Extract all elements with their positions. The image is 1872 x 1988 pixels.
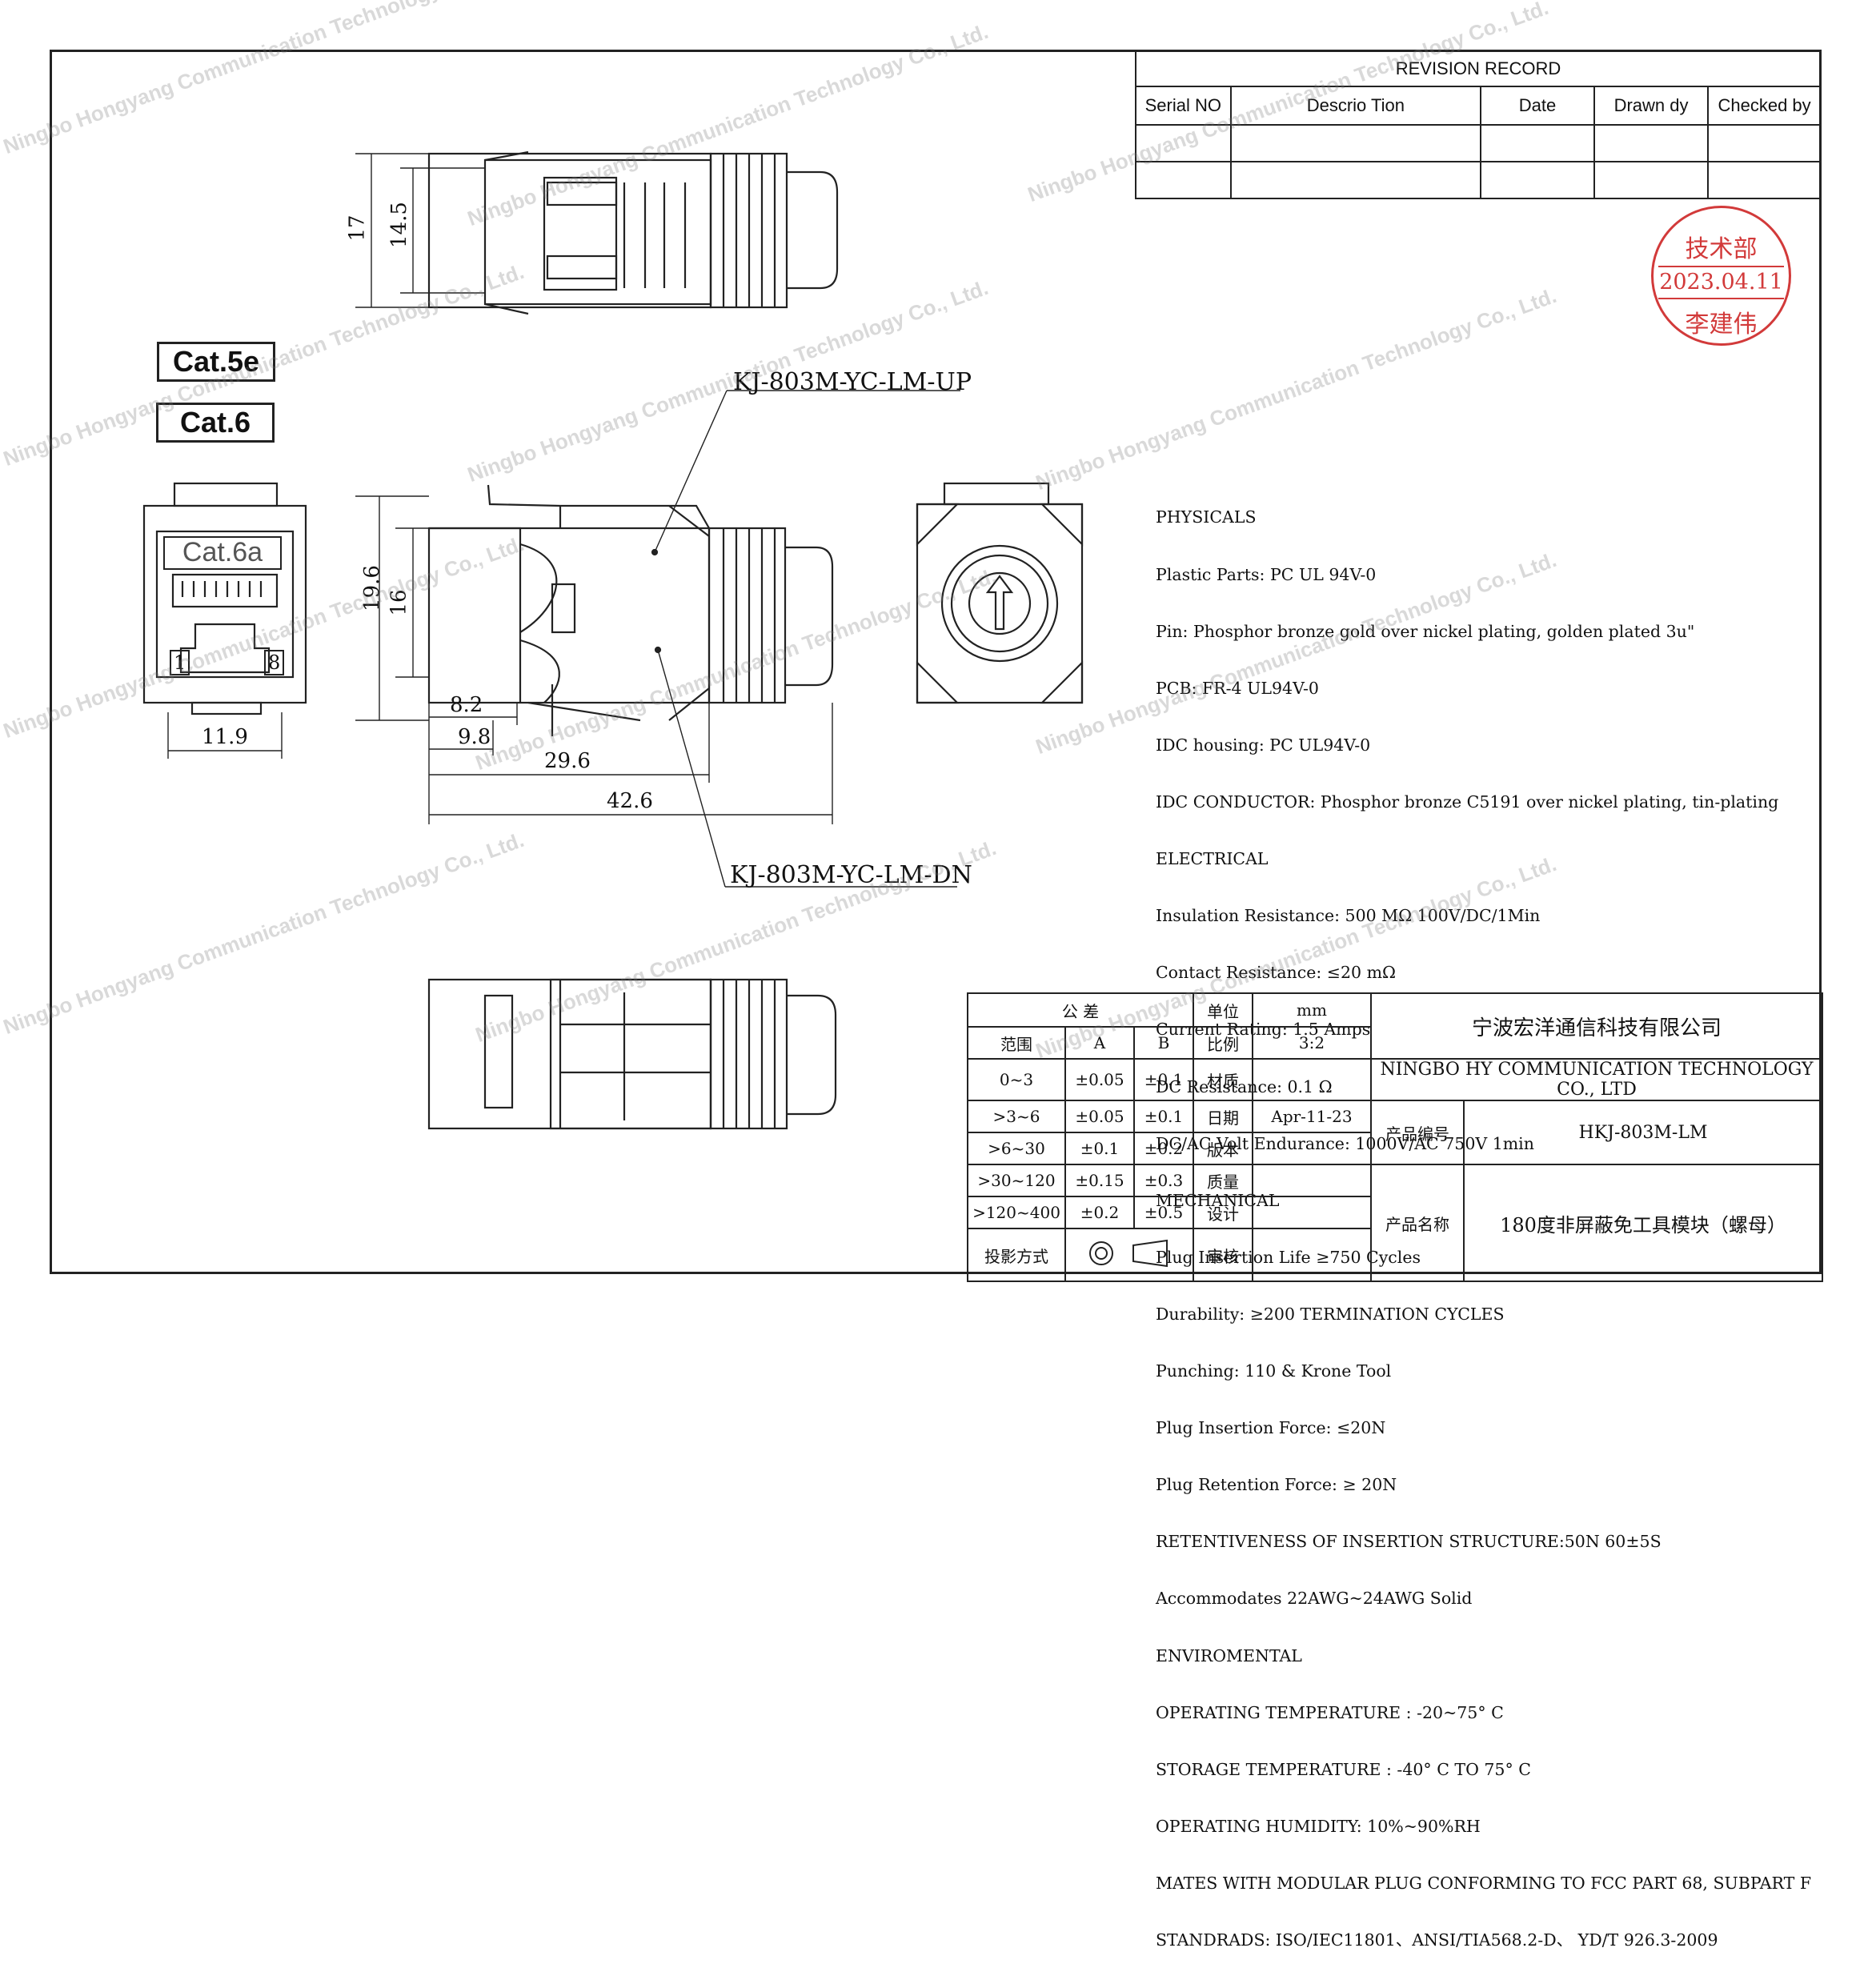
spec-line: OPERATING TEMPERATURE : -20~75° C (1156, 1702, 1504, 1722)
spec-line: Plug Retention Force: ≥ 20N (1156, 1475, 1397, 1495)
spec-line: OPERATING HUMIDITY: 10%~90%RH (1156, 1816, 1481, 1836)
spec-line: MATES WITH MODULAR PLUG CONFORMING TO FC… (1156, 1874, 1812, 1894)
product-number-value: HKJ-803M-LM (1463, 1100, 1823, 1165)
tol-range: >120~400 (967, 1196, 1066, 1229)
dim-16: 16 (387, 589, 411, 616)
top-view (355, 150, 839, 315)
rev-col-checked: Checked by (1707, 86, 1822, 126)
pin8-label: 8 (264, 650, 285, 675)
dim-29-6: 29.6 (544, 749, 591, 773)
company-name-cn: 宁波宏洋通信科技有限公司 (1370, 992, 1823, 1060)
cat6a-label: Cat.6a (163, 536, 282, 570)
side-view (355, 390, 960, 888)
spec-line: IDC CONDUCTOR: Phosphor bronze C5191 ove… (1156, 792, 1779, 812)
unit-value: mm (1252, 992, 1372, 1028)
design-label: 设计 (1193, 1196, 1253, 1229)
dim-14-5: 14.5 (387, 202, 411, 248)
material-value (1252, 1058, 1372, 1101)
dim-42-6: 42.6 (607, 789, 653, 813)
spec-line: Pin: Phosphor bronze gold over nickel pl… (1156, 621, 1695, 641)
spec-line: Contact Resistance: ≤20 mΩ (1156, 963, 1397, 983)
approval-stamp: 技术部 2023.04.11 李建伟 (1651, 206, 1791, 346)
front-view (142, 482, 307, 759)
tol-b: ±0.5 (1133, 1196, 1194, 1229)
product-name-label: 产品名称 (1370, 1164, 1465, 1282)
dim-17: 17 (345, 214, 370, 242)
spec-line: ENVIROMENTAL (1156, 1645, 1302, 1665)
tol-a: ±0.1 (1064, 1132, 1135, 1165)
dim-8-2: 8.2 (450, 693, 483, 717)
material-label: 材质 (1193, 1058, 1253, 1101)
tolerance-title: 公 差 (967, 992, 1194, 1028)
rev-col-drawn: Drawn dy (1593, 86, 1710, 126)
product-name-value: 180度非屏蔽免工具模块（螺母） (1463, 1164, 1823, 1282)
tol-a: ±0.05 (1064, 1100, 1135, 1133)
spec-line: PHYSICALS (1156, 507, 1257, 527)
tol-range: >3~6 (967, 1100, 1066, 1133)
company-name-en: NINGBO HY COMMUNICATION TECHNOLOGY CO., … (1370, 1058, 1823, 1101)
tol-b: ±0.3 (1133, 1164, 1194, 1197)
title-block: 公 差 单位 mm 宁波宏洋通信科技有限公司 范围 A B 比例 3:2 0~3… (967, 992, 1823, 1282)
rev-col-serial: Serial NO (1135, 86, 1232, 126)
spec-line: STANDRADS: ISO/IEC11801、ANSI/TIA568.2-D、… (1156, 1930, 1718, 1950)
spec-line: Accommodates 22AWG~24AWG Solid (1156, 1589, 1473, 1609)
spec-line: Insulation Resistance: 500 MΩ 100V/DC/1M… (1156, 906, 1541, 926)
tol-b: ±0.1 (1133, 1058, 1194, 1101)
rear-view (916, 482, 1084, 704)
stamp-dept: 技术部 (1685, 235, 1758, 263)
scale-value: 3:2 (1252, 1026, 1372, 1060)
mechanical-drawing (142, 150, 1084, 1130)
stamp-name: 李建伟 (1685, 311, 1758, 339)
tol-range: >6~30 (967, 1132, 1066, 1165)
spec-line: STORAGE TEMPERATURE : -40° C TO 75° C (1156, 1759, 1531, 1779)
dim-19-6: 19.6 (359, 565, 384, 611)
drawing-frame (50, 50, 1822, 1274)
tol-b: ±0.2 (1133, 1132, 1194, 1165)
tol-a: ±0.2 (1064, 1196, 1135, 1229)
unit-label: 单位 (1193, 992, 1253, 1028)
spec-line: Punching: 110 & Krone Tool (1156, 1361, 1392, 1381)
stamp-date: 2023.04.11 (1658, 266, 1784, 299)
review-label: 审核 (1193, 1228, 1253, 1282)
tol-a: ±0.15 (1064, 1164, 1135, 1197)
cat6-badge: Cat.6 (156, 403, 275, 443)
drawing-sheet: REVISION RECORD Serial NO Descrio Tion D… (0, 0, 1823, 1950)
spec-line: IDC housing: PC UL94V-0 (1156, 735, 1371, 755)
spec-line: ELECTRICAL (1156, 849, 1269, 869)
spec-line: RETENTIVENESS OF INSERTION STRUCTURE:50N… (1156, 1532, 1662, 1552)
projection-symbol (1064, 1228, 1194, 1282)
rev-col-date: Date (1480, 86, 1595, 126)
third-angle-projection-icon (1089, 1239, 1168, 1267)
b-header: B (1133, 1026, 1194, 1060)
spec-line: Durability: ≥200 TERMINATION CYCLES (1156, 1304, 1505, 1324)
bottom-view (427, 978, 837, 1130)
spec-line: PCB: FR-4 UL94V-0 (1156, 678, 1319, 698)
a-header: A (1064, 1026, 1135, 1060)
dim-11-9: 11.9 (202, 725, 248, 749)
tol-b: ±0.1 (1133, 1100, 1194, 1133)
range-header: 范围 (967, 1026, 1066, 1060)
date-value: Apr-11-23 (1252, 1100, 1372, 1133)
pin1-label: 1 (170, 650, 190, 675)
scale-label: 比例 (1193, 1026, 1253, 1060)
part-label-up: KJ-803M-YC-LM-UP (733, 368, 972, 396)
cat5e-badge: Cat.5e (157, 342, 275, 382)
rev-col-description: Descrio Tion (1229, 86, 1482, 126)
spec-line: Plastic Parts: PC UL 94V-0 (1156, 564, 1377, 584)
projection-label: 投影方式 (967, 1228, 1066, 1282)
revision-record-table: REVISION RECORD Serial NO Descrio Tion D… (1135, 50, 1822, 199)
product-number-label: 产品编号 (1370, 1100, 1465, 1165)
spec-line: Plug Insertion Force: ≤20N (1156, 1418, 1386, 1438)
date-label: 日期 (1193, 1100, 1253, 1133)
tol-a: ±0.05 (1064, 1058, 1135, 1101)
dim-9-8: 9.8 (458, 725, 491, 749)
tol-range: 0~3 (967, 1058, 1066, 1101)
version-label: 版本 (1193, 1132, 1253, 1165)
tol-range: >30~120 (967, 1164, 1066, 1197)
revision-title: REVISION RECORD (1135, 50, 1822, 87)
mass-label: 质量 (1193, 1164, 1253, 1197)
part-label-dn: KJ-803M-YC-LM-DN (730, 861, 972, 889)
